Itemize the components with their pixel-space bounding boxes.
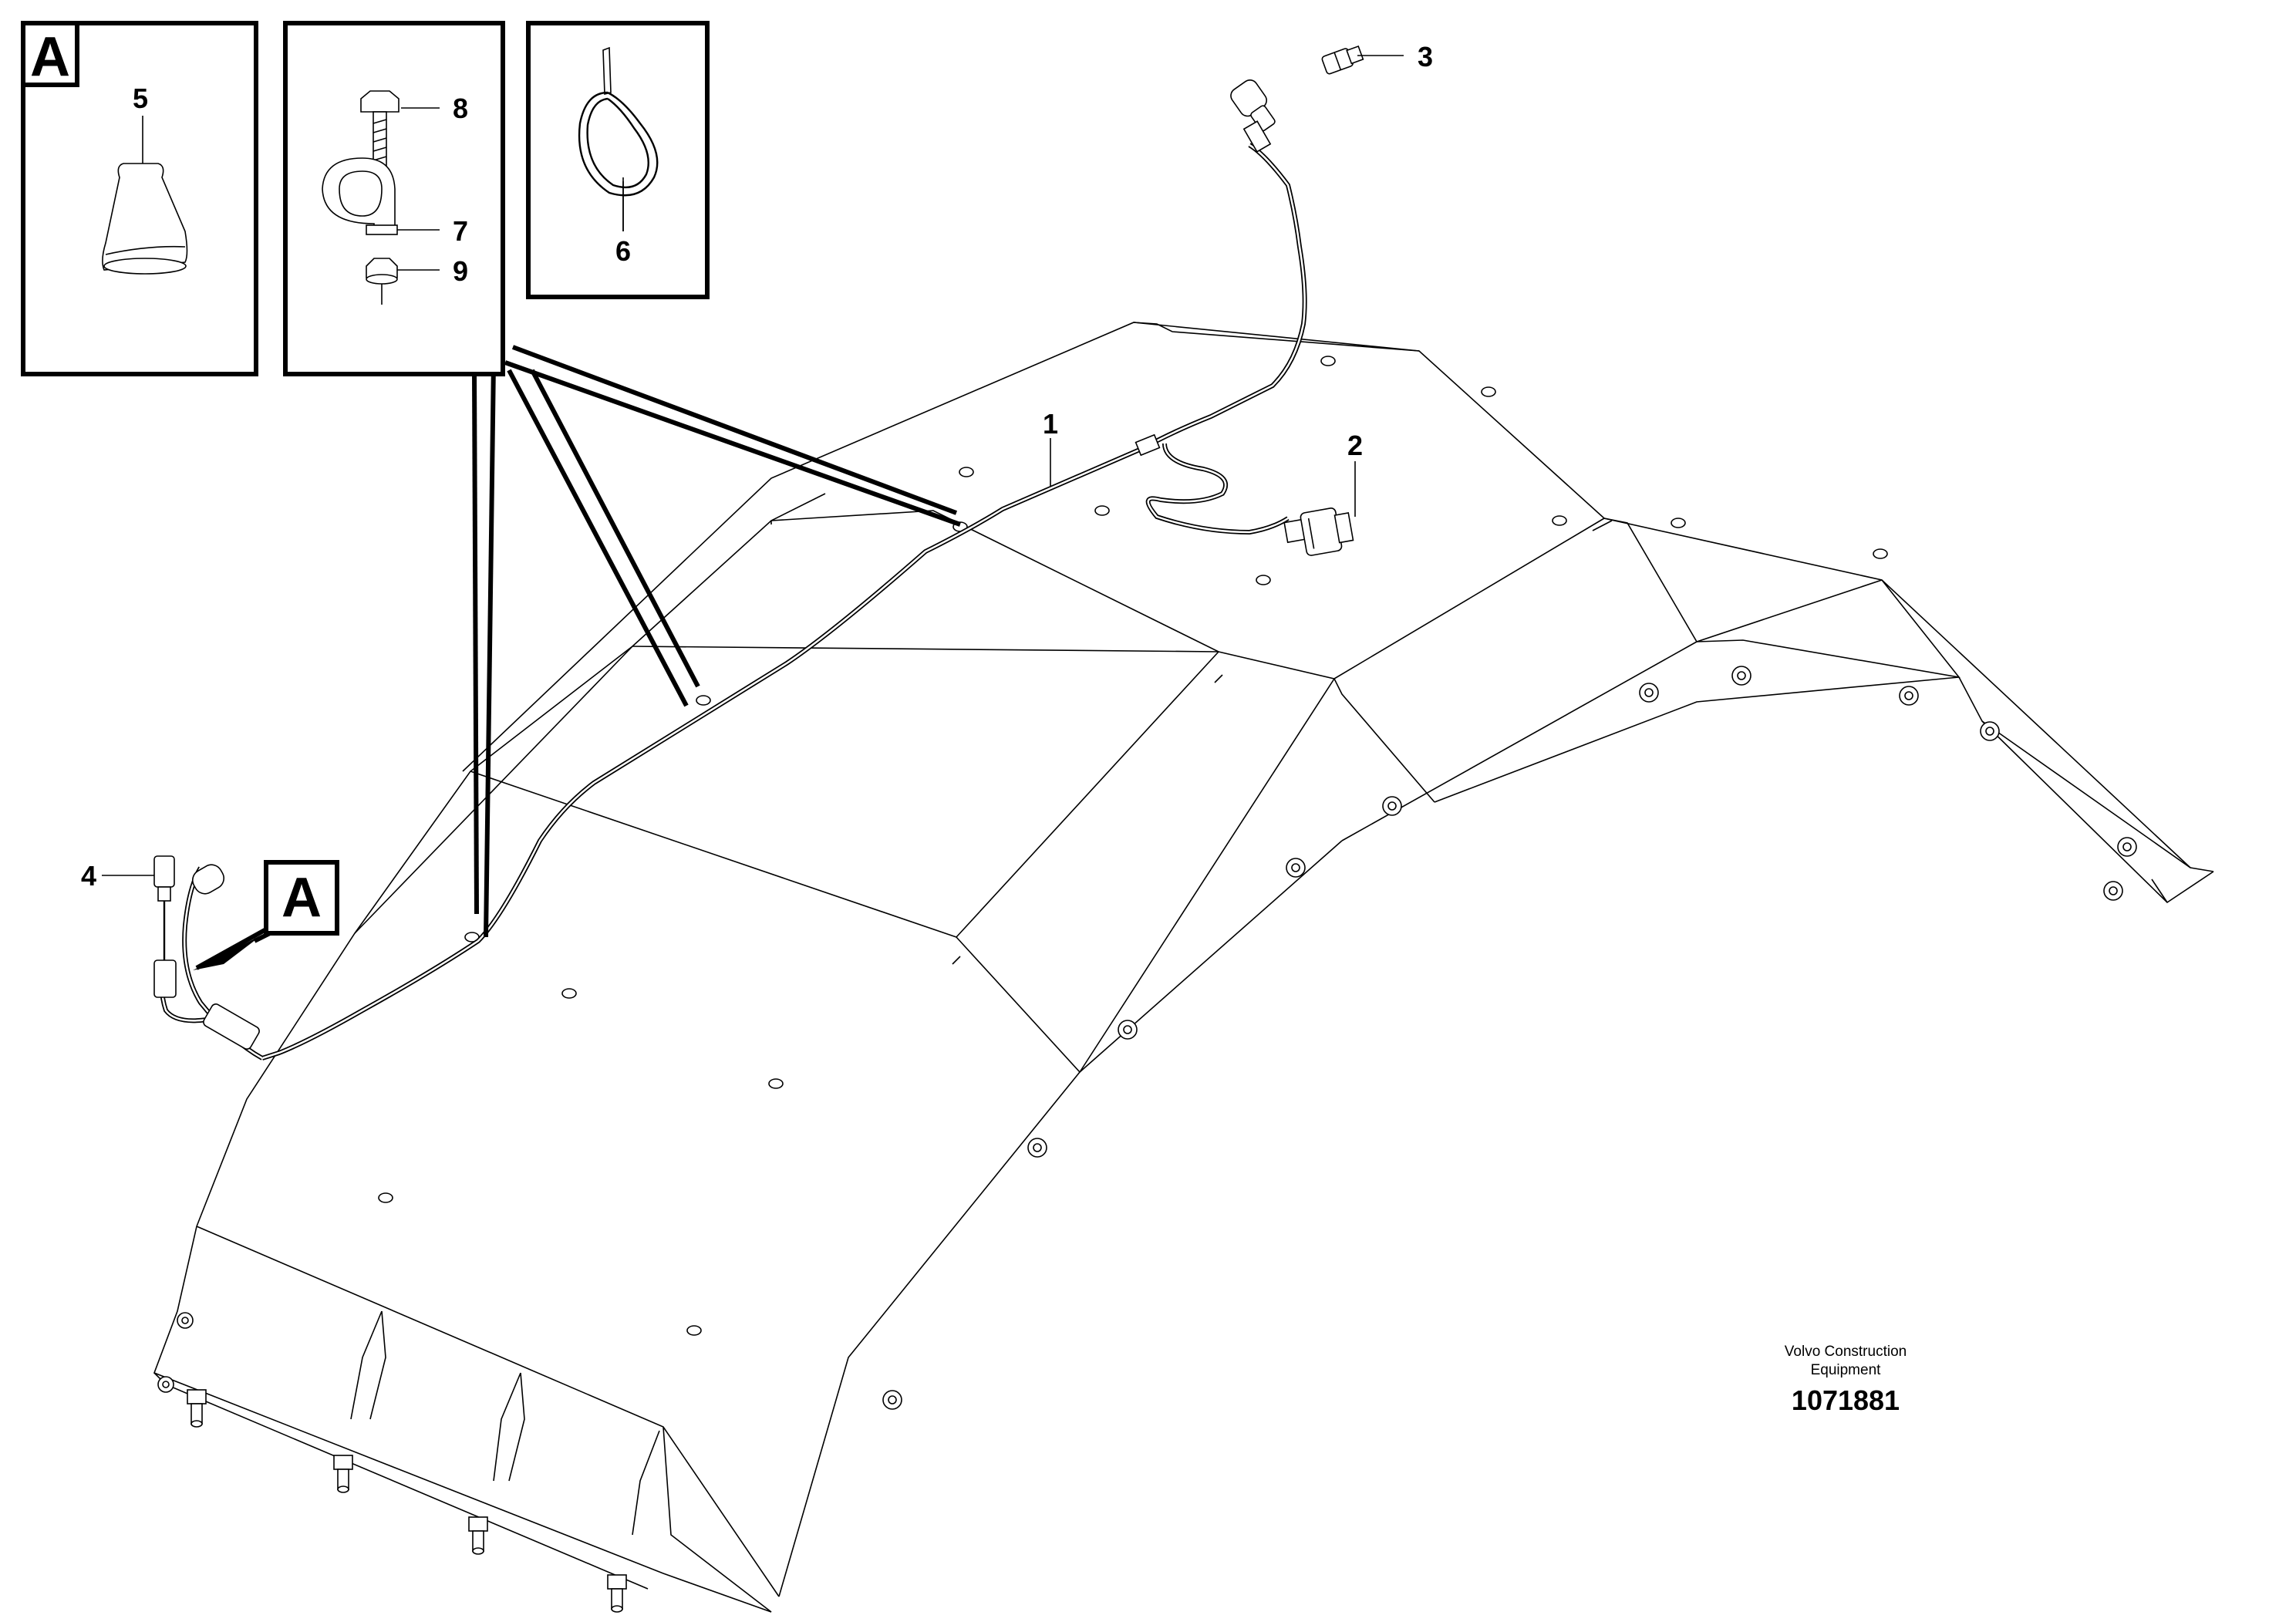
detail-box-tie (526, 21, 710, 299)
detail-letter-marker: A (282, 867, 322, 929)
callout-1: 1 (1043, 408, 1058, 440)
front-bolts (157, 1312, 627, 1613)
detail-box-clamp (283, 21, 505, 376)
callout-3: 3 (1418, 41, 1433, 73)
side-nuts (882, 666, 2137, 1410)
callout-leaders (102, 55, 1404, 876)
callout-labels: 1 2 3 4 5 6 7 8 9 (81, 41, 1433, 892)
mounting-holes (378, 356, 1888, 1336)
detail-box-boot: A (21, 21, 258, 376)
detail-a-leaders (253, 345, 962, 943)
callout-2: 2 (1347, 430, 1363, 461)
credit-line-2: Equipment (1811, 1362, 1882, 1378)
detail-a-marker: A (193, 860, 339, 970)
drawing-number: 1071881 (1792, 1384, 1900, 1416)
callout-6: 6 (615, 235, 631, 267)
callout-8: 8 (453, 93, 468, 124)
callout-5: 5 (133, 83, 148, 114)
callout-4: 4 (81, 860, 96, 892)
wiring-harness (153, 45, 1364, 1061)
callout-9: 9 (453, 255, 468, 287)
detail-letter-box1: A (30, 26, 70, 88)
fender-body (153, 322, 2214, 1613)
credit-block: Volvo Construction Equipment 1071881 (1785, 1344, 1907, 1416)
credit-line-1: Volvo Construction (1785, 1344, 1907, 1360)
callout-7: 7 (453, 215, 468, 247)
